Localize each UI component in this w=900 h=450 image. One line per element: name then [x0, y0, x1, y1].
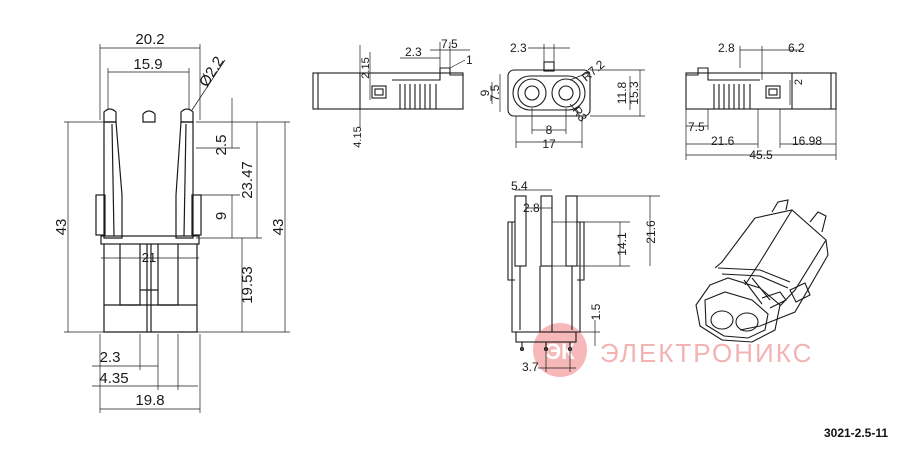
end-dim-r7-2: R7.2: [579, 57, 608, 84]
end-dim-11-8: 11.8: [615, 81, 629, 104]
side-right-view-dimension-lines: [685, 46, 837, 160]
side-right-dim-16-98: 16.98: [792, 134, 822, 148]
dim-height-43-left: 43: [53, 219, 70, 236]
dim-width-20-2: 20.2: [135, 31, 164, 48]
profile-dim-14-1: 14.1: [615, 232, 629, 256]
end-dim-8: 8: [546, 123, 553, 137]
watermark-logo-circle: [533, 323, 587, 377]
watermark: ЭК ЭЛЕКТРОНИКС: [533, 323, 813, 377]
dim-pin-height-2-5: 2.5: [213, 135, 230, 156]
profile-dim-2-8: 2.8: [523, 201, 540, 215]
side-right-dim-2: 2: [793, 79, 805, 85]
part-code-label: 3021-2.5-11: [824, 426, 888, 440]
end-dim-17: 17: [542, 137, 556, 151]
side-right-dim-6-2: 6.2: [788, 41, 805, 55]
side-right-view-body: [685, 67, 837, 110]
isometric-view: [695, 199, 829, 343]
side-left-dim-2-15: 2.15: [360, 57, 372, 78]
end-dim-2-3: 2.3: [510, 41, 527, 55]
dim-height-43-right: 43: [270, 219, 287, 236]
dim-lower-19-53: 19.53: [239, 266, 256, 304]
profile-view-dimension-lines: [515, 189, 660, 372]
dim-upper-23-47: 23.47: [239, 161, 256, 199]
profile-dim-21-6: 21.6: [644, 220, 658, 244]
side-left-dim-1: 1: [466, 53, 473, 67]
side-left-view-body: [312, 67, 464, 110]
dim-body-21: 21: [142, 250, 156, 265]
side-left-dim-2-3: 2.3: [405, 45, 422, 59]
dim-bottom-19-8: 19.8: [135, 392, 164, 409]
profile-dim-3-7: 3.7: [522, 360, 539, 374]
side-right-dim-21-6: 21.6: [711, 134, 735, 148]
side-left-view-dimension-lines: [359, 42, 470, 128]
front-view-body: [95, 108, 202, 333]
end-dim-9: 9: [478, 89, 492, 96]
dim-offset-2-3: 2.3: [100, 349, 121, 366]
side-left-dim-4-15: 4.15: [352, 126, 364, 147]
dim-pin-span-15-9: 15.9: [133, 56, 162, 73]
watermark-text: ЭЛЕКТРОНИКС: [600, 338, 813, 368]
side-right-dim-45-5: 45.5: [749, 148, 773, 162]
profile-dim-5-4: 5.4: [511, 179, 528, 193]
profile-dim-1-5: 1.5: [589, 303, 603, 320]
end-dim-15-3: 15.3: [627, 81, 641, 105]
side-right-view: 2.8 6.2 2 7.5 21.6 16.98 45.5: [685, 41, 837, 162]
end-view-body: [507, 61, 591, 117]
dim-pin-diameter: Ø2.2: [196, 54, 228, 91]
side-right-dim-2-8: 2.8: [718, 41, 735, 55]
profile-view: 5.4 2.8 14.1 21.6 1.5 3.7: [507, 179, 660, 374]
dim-offset-4-35: 4.35: [99, 370, 128, 387]
side-left-view: 2.3 7.5 2.15 1 4.15: [312, 37, 473, 148]
watermark-logo: ЭК: [545, 339, 575, 364]
side-right-dim-7-5: 7.5: [688, 120, 705, 134]
end-dim-7-5: 7.5: [488, 84, 502, 101]
side-left-dim-7-5: 7.5: [441, 37, 458, 51]
dim-latch-9: 9: [213, 212, 230, 220]
front-view: 20.2 15.9 Ø2.2 2.5 23.47 9 43 43 21 19.5…: [53, 31, 290, 413]
front-view-dimension-lines: [64, 44, 290, 413]
end-view: 2.3 9 7.5 R7.2 11.8 15.3 R3 8 17: [478, 41, 645, 151]
end-view-dimension-lines: [491, 44, 645, 148]
isometric-body: [695, 199, 829, 343]
